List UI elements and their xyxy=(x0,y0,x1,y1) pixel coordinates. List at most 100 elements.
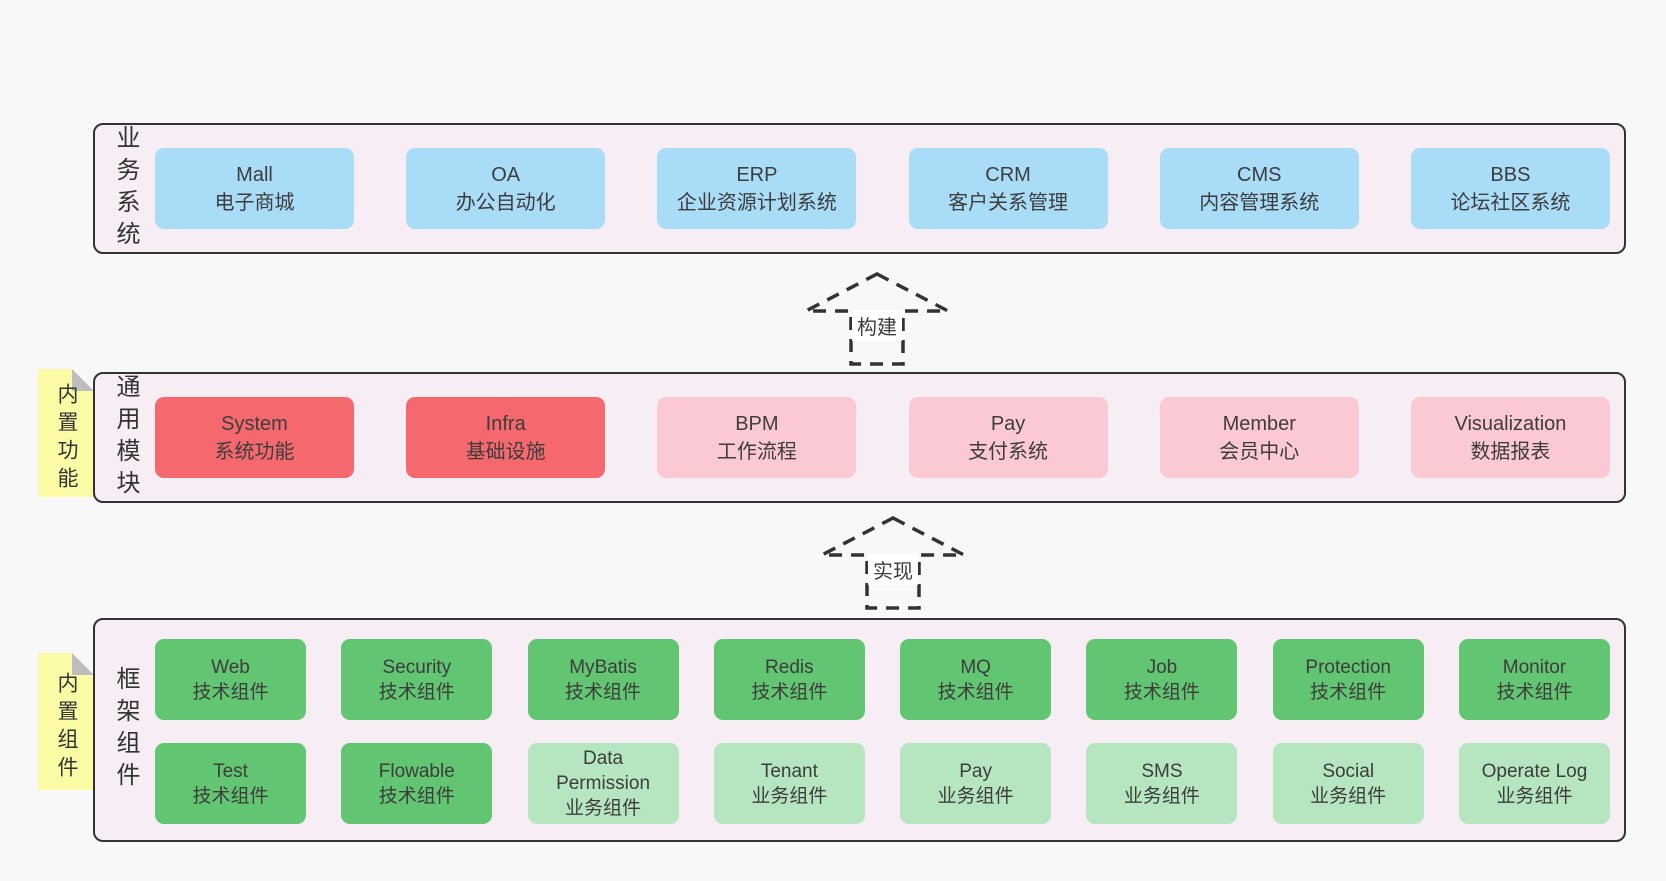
component-box-erp: ERP 企业资源计划系统 xyxy=(657,148,857,229)
section-label: 框架组件 xyxy=(112,666,139,794)
box-subtitle: 数据报表 xyxy=(1470,440,1551,463)
component-box-member: Member 会员中心 xyxy=(1159,397,1359,478)
box-subtitle: 电子商城 xyxy=(214,191,295,214)
box-title: SMS xyxy=(1141,760,1183,782)
box-title: Flowable xyxy=(378,760,455,782)
box-subtitle: 企业资源计划系统 xyxy=(676,191,837,214)
box-title: MyBatis xyxy=(569,656,637,678)
section-label: 通用模块 xyxy=(112,373,139,502)
component-box-mall: Mall 电子商城 xyxy=(155,148,354,229)
box-title: Social xyxy=(1322,760,1375,782)
dashed-up-arrow-build: 构建 xyxy=(802,270,952,368)
box-title: Test xyxy=(213,760,248,782)
dashed-up-arrow-implement: 实现 xyxy=(818,514,968,612)
box-subtitle: 工作流程 xyxy=(716,440,797,463)
box-subtitle: 技术组件 xyxy=(1310,681,1387,703)
component-box-redis: Redis 技术组件 xyxy=(713,639,865,720)
box-subtitle: 会员中心 xyxy=(1219,440,1300,463)
component-box-social: Social 业务组件 xyxy=(1272,743,1424,824)
box-subtitle: 系统功能 xyxy=(214,440,295,463)
box-title: Pay xyxy=(990,412,1026,435)
box-title: MQ xyxy=(960,656,991,678)
box-subtitle: 技术组件 xyxy=(192,785,269,807)
box-subtitle: 业务组件 xyxy=(565,798,642,819)
box-title: ERP xyxy=(736,163,778,186)
box-subtitle: 业务组件 xyxy=(1310,785,1387,807)
up-arrow-icon xyxy=(821,516,965,610)
box-subtitle: 论坛社区系统 xyxy=(1450,191,1571,214)
box-subtitle: 技术组件 xyxy=(378,681,455,703)
component-box-flowable: Flowable 技术组件 xyxy=(341,743,493,824)
box-title: CMS xyxy=(1237,163,1282,186)
up-arrow-icon xyxy=(805,272,949,366)
component-box-bpm: BPM 工作流程 xyxy=(657,397,857,478)
box-subtitle: 业务组件 xyxy=(1496,785,1573,807)
component-box-pay: Pay 支付系统 xyxy=(908,397,1108,478)
section-label: 业务系统 xyxy=(112,124,139,253)
component-box-monitor: Monitor 技术组件 xyxy=(1458,639,1610,720)
box-title: Protection xyxy=(1305,656,1391,678)
box-subtitle: 业务组件 xyxy=(751,785,828,807)
box-title: Web xyxy=(211,656,250,678)
box-title: CRM xyxy=(985,163,1031,186)
box-subtitle: 办公自动化 xyxy=(455,191,556,214)
box-subtitle: 内容管理系统 xyxy=(1199,191,1320,214)
component-box-crm: CRM 客户关系管理 xyxy=(908,148,1108,229)
component-box-operate-log: Operate Log 业务组件 xyxy=(1458,743,1610,824)
box-subtitle: 业务组件 xyxy=(1123,785,1200,807)
box-subtitle: 技术组件 xyxy=(192,681,269,703)
box-title: BBS xyxy=(1490,163,1531,186)
sticky-note-label: 内置组件 xyxy=(55,672,78,785)
component-box-visualization: Visualization 数据报表 xyxy=(1410,397,1610,478)
box-title: Redis xyxy=(765,656,814,678)
component-box-security: Security 技术组件 xyxy=(341,639,493,720)
component-box-system: System 系统功能 xyxy=(155,397,354,478)
component-box-test: Test 技术组件 xyxy=(155,743,306,824)
box-subtitle: 技术组件 xyxy=(1496,681,1573,703)
box-title: Visualization xyxy=(1454,412,1567,435)
box-subtitle: 支付系统 xyxy=(968,440,1049,463)
component-box-job: Job 技术组件 xyxy=(1086,639,1238,720)
box-subtitle: 客户关系管理 xyxy=(948,191,1069,214)
component-box-bbs: BBS 论坛社区系统 xyxy=(1410,148,1610,229)
component-box-web: Web 技术组件 xyxy=(155,639,306,720)
component-box-mybatis: MyBatis 技术组件 xyxy=(527,639,679,720)
box-title: BPM xyxy=(735,412,779,435)
box-subtitle: 技术组件 xyxy=(1123,681,1200,703)
arrow-label: 构建 xyxy=(852,310,902,341)
box-title: Security xyxy=(382,656,452,678)
sticky-note-builtin-components: 内置组件 xyxy=(38,653,94,790)
sticky-note-label: 内置功能 xyxy=(55,383,78,496)
box-subtitle: 业务组件 xyxy=(937,785,1014,807)
box-title: Monitor xyxy=(1502,656,1567,678)
box-title: Infra xyxy=(485,412,526,435)
box-subtitle: 技术组件 xyxy=(751,681,828,703)
box-subtitle: 技术组件 xyxy=(378,785,455,807)
box-title: Job xyxy=(1146,656,1178,678)
box-subtitle: 技术组件 xyxy=(937,681,1014,703)
box-title: Member xyxy=(1222,412,1296,435)
component-box-data-permission: Data Permission 业务组件 xyxy=(527,743,679,824)
arrow-label: 实现 xyxy=(868,554,918,585)
component-box-sms: SMS 业务组件 xyxy=(1086,743,1238,824)
box-title: System xyxy=(221,412,288,435)
box-subtitle: 技术组件 xyxy=(565,681,642,703)
sticky-note-builtin-features: 内置功能 xyxy=(38,369,94,497)
box-title: Data Permission xyxy=(556,748,651,794)
component-box-mq: MQ 技术组件 xyxy=(900,639,1052,720)
box-title: Operate Log xyxy=(1481,760,1588,782)
box-title: Mall xyxy=(236,163,273,186)
component-box-cms: CMS 内容管理系统 xyxy=(1159,148,1359,229)
